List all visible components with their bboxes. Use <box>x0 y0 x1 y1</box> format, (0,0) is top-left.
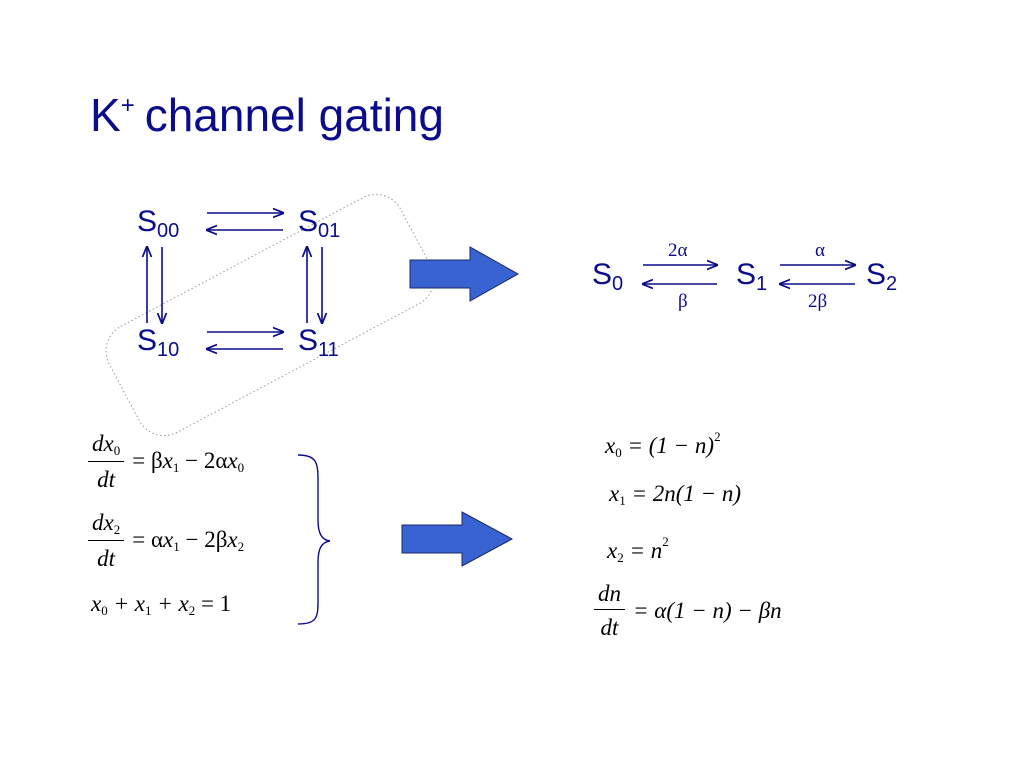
eq1-num-sub: 0 <box>113 443 121 458</box>
state-s11: S11 <box>298 324 339 361</box>
block-arrow-bottom <box>401 511 514 567</box>
eq3-c: + x <box>157 591 189 616</box>
state-s1: S1 <box>736 258 768 295</box>
curly-brace <box>297 454 331 625</box>
right-equation-3: x2 = n2 <box>607 535 669 564</box>
r2-rhs: = 2n(1 − n) <box>631 481 742 506</box>
eq2-rhs-d: x <box>227 527 238 552</box>
eq1-rhs-d: x <box>227 448 238 473</box>
state-s11-sub: 11 <box>318 339 339 361</box>
r4-rhs: = α(1 − n) − βn <box>633 598 782 623</box>
eq3-a-sub: 0 <box>101 603 108 618</box>
state-s10: S10 <box>137 324 180 361</box>
right-equation-4: dn dt = α(1 − n) − βn <box>594 582 782 639</box>
eq2-fraction: dx2 dt <box>88 510 125 571</box>
eq2-num-sub: 2 <box>113 522 121 537</box>
r1-sup: 2 <box>714 429 721 444</box>
r2-lhs-sub: 1 <box>619 493 626 508</box>
state-s1-base: S <box>736 258 757 291</box>
right-equation-2: x1 = 2n(1 − n) <box>609 482 741 507</box>
state-s0: S0 <box>592 258 624 295</box>
left-equation-1: dx0 dt = βx1 − 2αx0 <box>88 432 244 491</box>
r3-sup: 2 <box>662 534 669 549</box>
r1-rhs: = (1 − n) <box>627 433 715 458</box>
state-s01-base: S <box>298 205 319 238</box>
eq1-rhs-b-sub: 1 <box>172 460 180 475</box>
dotted-outline <box>105 193 435 437</box>
state-s00-base: S <box>137 205 158 238</box>
eq1-den: dt <box>97 467 116 492</box>
eq2-den: dt <box>97 546 116 571</box>
eq1-rhs-c: − 2α <box>185 448 228 473</box>
r4-den: dt <box>600 615 619 640</box>
rate-s0-to-s1: 2α <box>668 240 688 261</box>
state-s01: S01 <box>298 205 341 242</box>
state-s2-base: S <box>866 258 887 291</box>
eq2-num: dx <box>92 510 114 535</box>
state-s1-sub: 1 <box>756 273 768 295</box>
eq3-d: = 1 <box>200 591 232 616</box>
state-s0-sub: 0 <box>612 273 624 295</box>
rate-s1-to-s2: α <box>815 240 825 261</box>
state-s2-sub: 2 <box>886 273 898 295</box>
r3-lhs-sub: 2 <box>617 550 624 565</box>
r3-lhs: x <box>607 538 618 563</box>
state-s0-base: S <box>592 258 613 291</box>
eq2-rhs-d-sub: 2 <box>237 539 245 554</box>
left-equation-2: dx2 dt = αx1 − 2βx2 <box>88 511 244 570</box>
eq2-rhs-a: = α <box>132 527 163 552</box>
eq1-fraction: dx0 dt <box>88 431 125 492</box>
rate-s1-to-s0: β <box>678 291 688 312</box>
eq1-rhs-b: x <box>162 448 173 473</box>
block-arrow-top <box>409 246 520 302</box>
state-s11-base: S <box>298 324 319 357</box>
title-superscript: + <box>120 92 135 119</box>
eq2-rhs-b: x <box>163 527 174 552</box>
title-rest: channel gating <box>144 89 444 141</box>
eq1-rhs-d-sub: 0 <box>237 460 245 475</box>
eq1-num: dx <box>92 431 114 456</box>
rate-s2-to-s1: 2β <box>808 291 828 312</box>
eq1-rhs-a: = β <box>132 448 163 473</box>
state-s10-sub: 10 <box>157 339 180 361</box>
r3-rhs: = n <box>629 538 663 563</box>
r4-num: dn <box>594 582 625 610</box>
eq3-a: x <box>91 591 102 616</box>
eq2-rhs-c: − 2β <box>185 527 228 552</box>
r1-lhs-sub: 0 <box>615 445 622 460</box>
eq3-c-sub: 2 <box>188 603 196 618</box>
r4-fraction: dn dt <box>594 582 625 639</box>
title-main: K <box>90 89 121 141</box>
r2-lhs: x <box>609 481 620 506</box>
state-s10-base: S <box>137 324 158 357</box>
eq3-b: + x <box>113 591 145 616</box>
state-s2: S2 <box>866 258 898 295</box>
page-title: K+ channel gating <box>90 92 444 138</box>
r1-lhs: x <box>605 433 616 458</box>
eq2-rhs-b-sub: 1 <box>173 539 180 554</box>
state-s01-sub: 01 <box>318 220 341 242</box>
left-equation-3: x0 + x1 + x2 = 1 <box>91 592 231 617</box>
state-s00: S00 <box>137 205 180 242</box>
eq3-b-sub: 1 <box>144 603 152 618</box>
state-s00-sub: 00 <box>157 220 180 242</box>
right-equation-1: x0 = (1 − n)2 <box>605 430 721 459</box>
